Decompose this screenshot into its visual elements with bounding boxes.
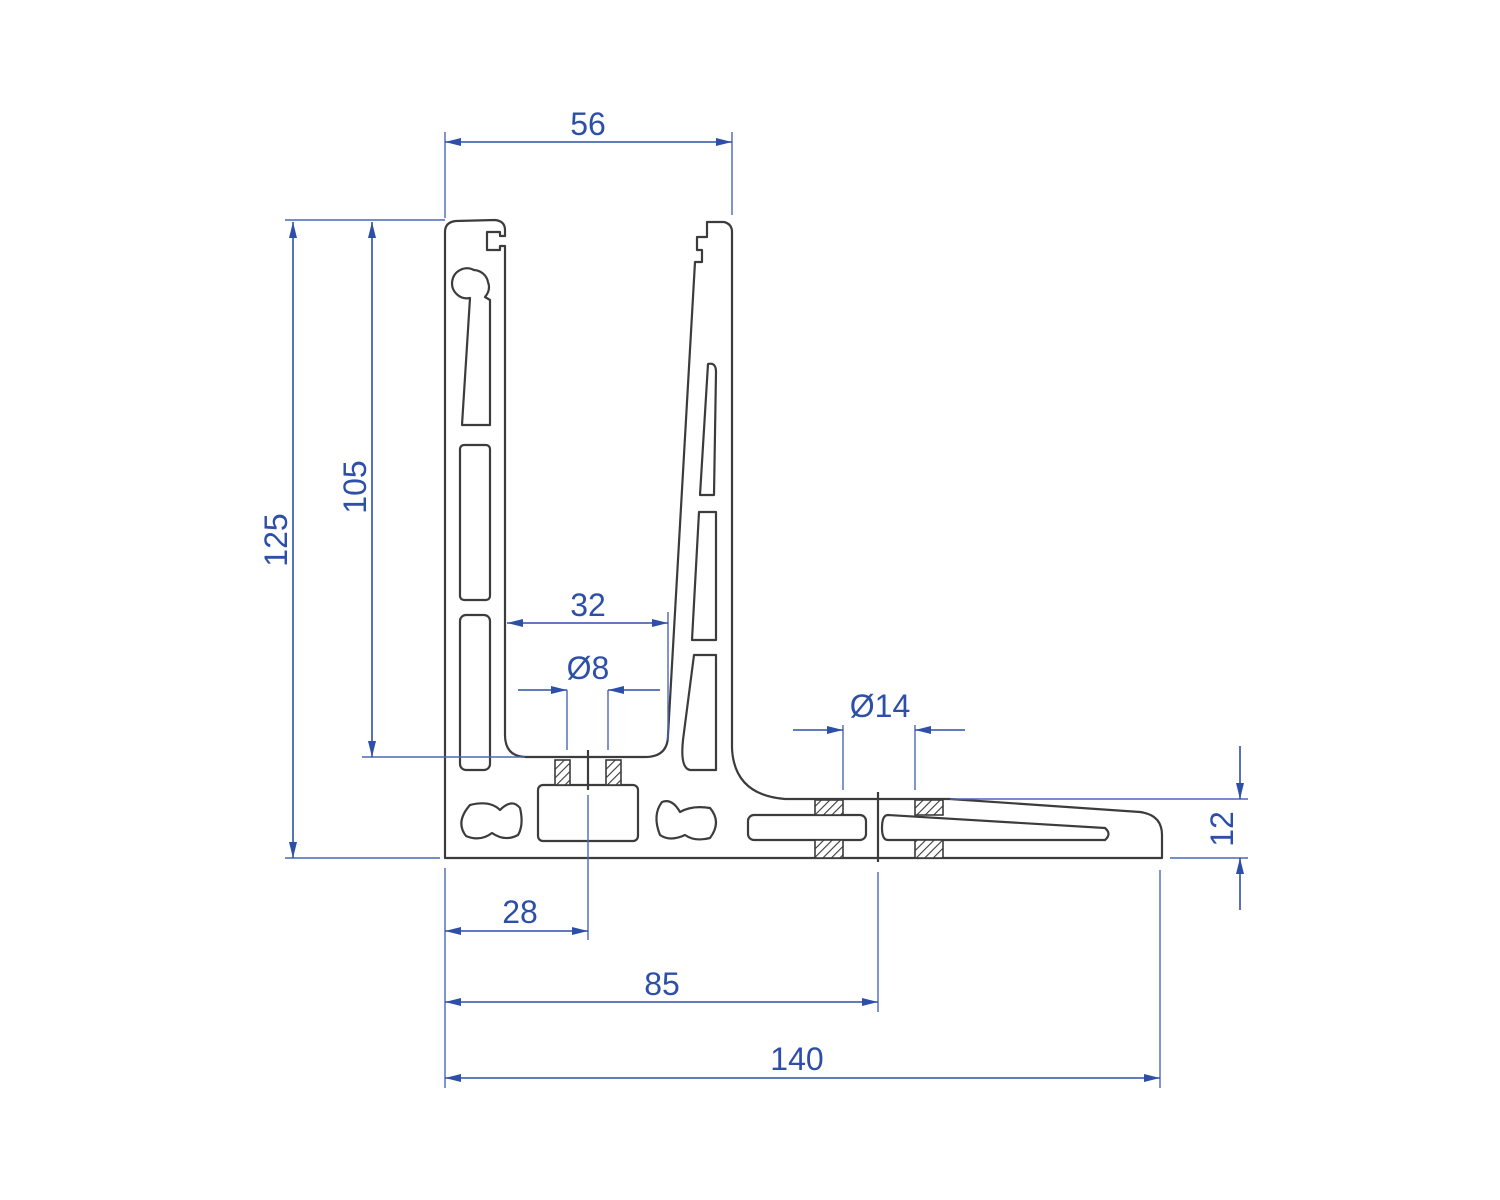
dimension-lines [289,138,1244,1082]
extension-lines [285,132,1248,1088]
dogbone-left [460,802,523,840]
profile-outline [443,218,1164,862]
dim-small-hole: Ø8 [567,650,610,686]
dim-total-width: 140 [770,1041,823,1077]
dim-total-height: 125 [258,513,294,566]
dim-hole-offset-2: 85 [644,966,680,1002]
dim-top-width: 56 [570,106,606,142]
dim-inner-height: 105 [337,460,373,513]
dim-large-hole: Ø14 [850,688,910,724]
dim-channel-width: 32 [570,587,606,623]
dogbone-right [655,800,718,841]
dim-foot-thickness: 12 [1204,811,1240,847]
dim-hole-offset-1: 28 [502,894,538,930]
